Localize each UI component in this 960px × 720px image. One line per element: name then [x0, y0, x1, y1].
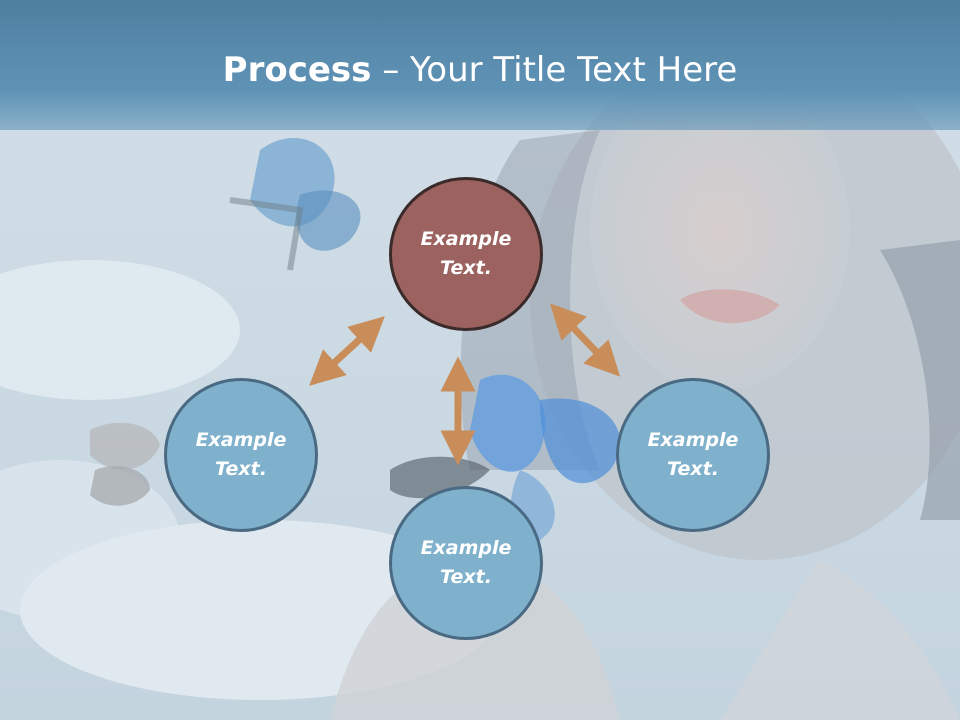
node-right-line1: Example: [647, 429, 739, 451]
node-top: Example Text.: [389, 177, 543, 331]
slide-title: Process – Your Title Text Here: [0, 50, 960, 90]
node-bottom-line2: Text.: [440, 566, 492, 588]
node-left: Example Text.: [164, 378, 318, 532]
node-top-line1: Example: [420, 228, 512, 250]
title-bar: [0, 0, 960, 130]
title-rest: Your Title Text Here: [410, 50, 738, 90]
arrow-top-left: [309, 316, 385, 386]
node-top-line2: Text.: [440, 257, 492, 279]
node-left-line2: Text.: [215, 458, 267, 480]
node-bottom-line1: Example: [420, 537, 512, 559]
title-bold: Process: [222, 50, 372, 90]
arrow-top-right: [549, 303, 621, 377]
title-separator: –: [371, 50, 411, 90]
node-right-line2: Text.: [667, 458, 719, 480]
node-left-line1: Example: [195, 429, 287, 451]
node-right: Example Text.: [616, 378, 770, 532]
node-bottom: Example Text.: [389, 486, 543, 640]
